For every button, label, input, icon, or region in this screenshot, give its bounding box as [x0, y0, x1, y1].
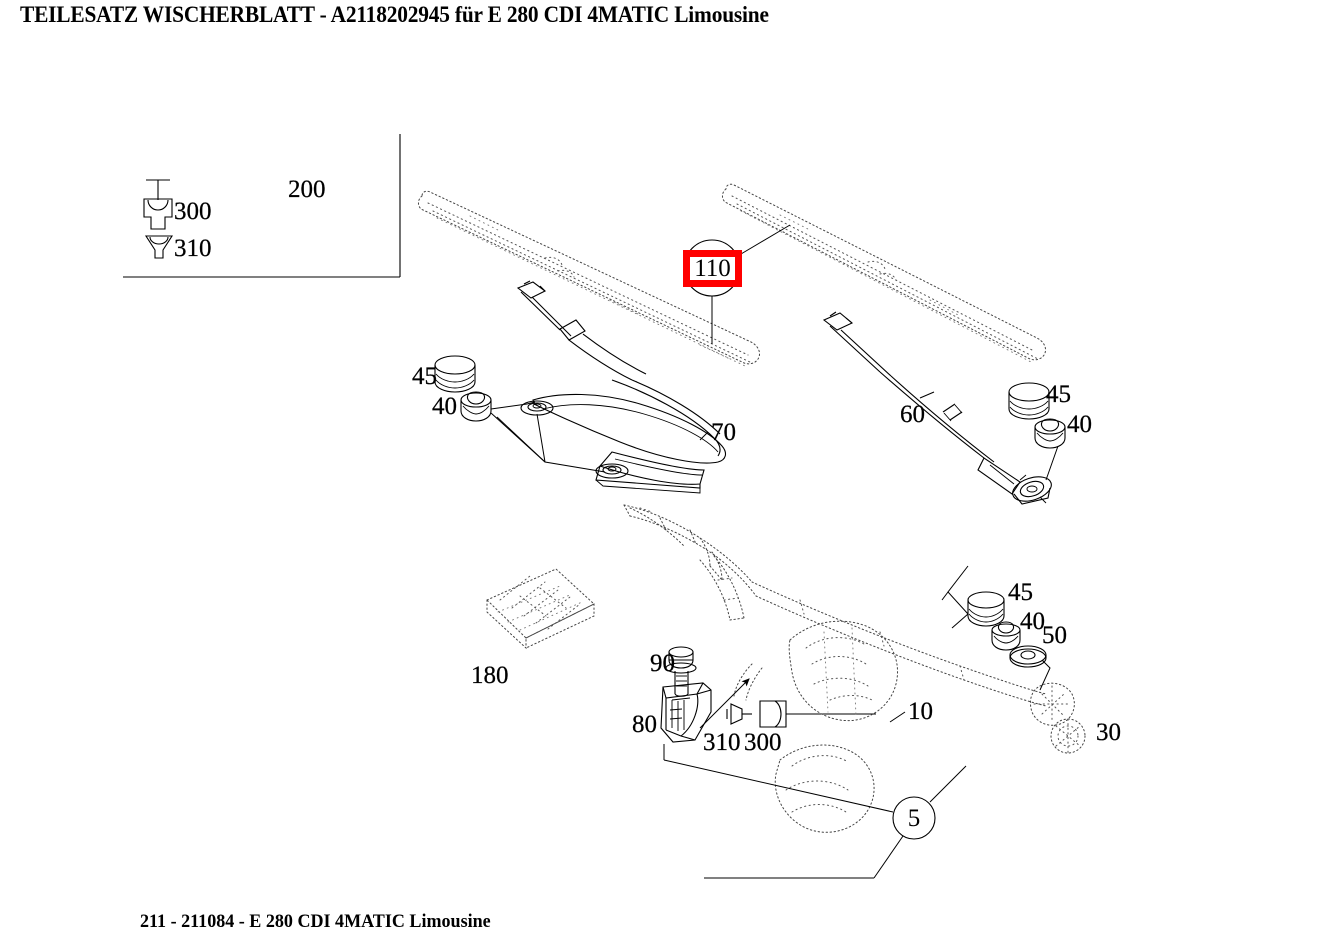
cap-30 [1050, 718, 1086, 754]
bolt-90 [665, 646, 697, 697]
wiper-blade-left [418, 190, 760, 367]
grommet-45-right-upper [1008, 382, 1050, 420]
callout-180: 180 [471, 662, 509, 689]
callout-30: 30 [1096, 719, 1121, 746]
callout-10: 10 [908, 698, 933, 725]
washer-50 [1009, 645, 1047, 668]
clip-300-symbol [759, 700, 876, 728]
grommet-45-left [434, 355, 476, 393]
arm-mount-lower [595, 463, 629, 479]
leader-10 [889, 711, 906, 723]
wiper-arm-left [516, 280, 727, 494]
callout-70: 70 [711, 419, 736, 446]
leader-70 [699, 431, 709, 441]
callout-60: 60 [900, 401, 925, 428]
wiper-arm-right [822, 311, 1052, 505]
bracket-80 [660, 682, 712, 743]
legend-item-310-label: 310 [174, 235, 212, 262]
callout-circle-110-label: 110 [694, 255, 731, 282]
callout-45-left: 45 [412, 363, 437, 390]
callout-45-right-upper: 45 [1046, 381, 1071, 408]
legend-icon-clip-small [144, 235, 174, 259]
page-title: TEILESATZ WISCHERBLATT - A2118202945 für… [20, 2, 769, 27]
callout-310: 310 [703, 729, 741, 756]
callout-90: 90 [650, 650, 675, 677]
clip-310-symbol [726, 703, 752, 725]
legend-box-frame [123, 134, 401, 278]
leader-60 [919, 391, 935, 399]
leader-right-lower-cluster [941, 565, 1051, 691]
grommet-45-right-lower [967, 591, 1005, 627]
legend-icon-clip-large [143, 179, 173, 230]
module-180 [486, 568, 595, 650]
leader-left-grommets [490, 401, 606, 473]
callout-80: 80 [632, 711, 657, 738]
grommet-40-left [460, 391, 492, 422]
callout-circle-5 [892, 796, 936, 840]
grommet-40-right-lower [991, 621, 1021, 651]
leader-5 [663, 744, 967, 879]
legend-item-300-label: 300 [174, 198, 212, 225]
callout-40-right-upper: 40 [1067, 411, 1092, 438]
callout-40-left: 40 [432, 393, 457, 420]
page-footer: 211 - 211084 - E 280 CDI 4MATIC Limousin… [140, 911, 491, 932]
callout-50: 50 [1042, 622, 1067, 649]
highlight-box-110 [683, 250, 742, 287]
callout-circle-5-label: 5 [907, 805, 921, 832]
legend-group-200-label: 200 [288, 176, 326, 203]
callout-45-right-lower: 45 [1008, 579, 1033, 606]
leader-right-upper-grommets [1045, 445, 1059, 481]
leader-bracket-arrow [699, 678, 750, 729]
wiper-linkage-assembly [623, 504, 1075, 833]
arm-pivot-right [1012, 474, 1052, 505]
leader-110 [711, 224, 791, 344]
callout-40-right-lower: 40 [1020, 608, 1045, 635]
grommet-40-right-upper [1034, 418, 1066, 449]
wiper-blade-right [722, 183, 1046, 363]
callout-300: 300 [744, 729, 782, 756]
